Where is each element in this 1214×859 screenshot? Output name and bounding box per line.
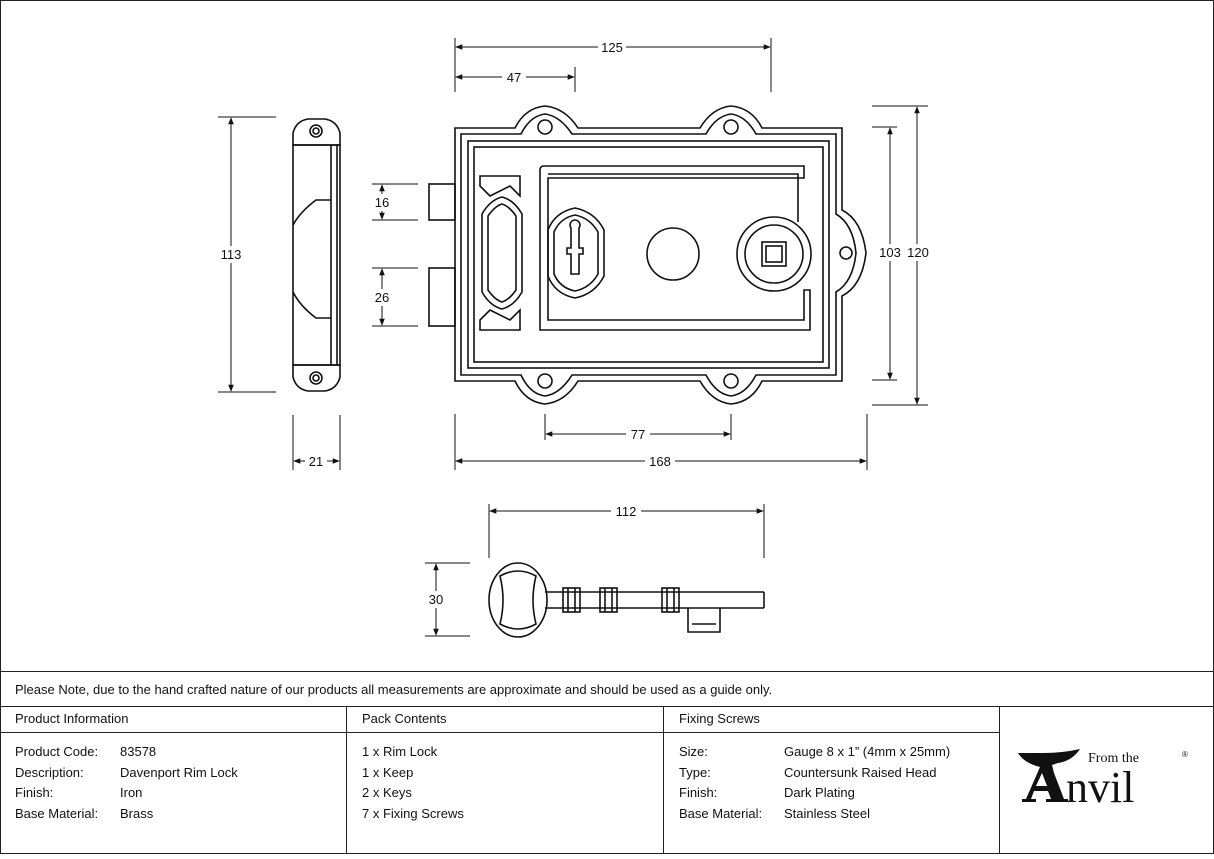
row-value: Iron xyxy=(120,785,143,801)
list-item: 1 x Rim Lock xyxy=(362,741,464,762)
list-item-text: 7 x Fixing Screws xyxy=(362,805,464,821)
dim-inner-height: 103 xyxy=(879,245,901,260)
pack-contents-list: 1 x Rim Lock 1 x Keep 2 x Keys 7 x Fixin… xyxy=(362,741,464,824)
table-row: Size: Gauge 8 x 1” (4mm x 25mm) xyxy=(679,741,950,762)
table-row: Finish: Iron xyxy=(15,782,238,803)
table-row: Base Material: Brass xyxy=(15,803,238,824)
logo-registered: ® xyxy=(1182,750,1188,759)
row-value: Davenport Rim Lock xyxy=(120,764,238,780)
dim-key-length: 112 xyxy=(616,504,637,519)
product-information-panel: Product Information Product Code: 83578 D… xyxy=(0,707,347,854)
dim-case-width: 125 xyxy=(601,40,623,55)
table-row: Type: Countersunk Raised Head xyxy=(679,762,950,783)
row-label: Type: xyxy=(679,764,711,780)
row-value: Gauge 8 x 1” (4mm x 25mm) xyxy=(784,743,951,759)
logo-from-the: From the xyxy=(1088,751,1139,766)
pack-contents-title: Pack Contents xyxy=(347,707,663,733)
fixing-screws-panel: Fixing Screws Size: Gauge 8 x 1” (4mm x 2… xyxy=(664,707,1000,854)
row-label: Finish: xyxy=(679,785,718,801)
product-information-title: Product Information xyxy=(0,707,346,733)
dim-lock-width: 168 xyxy=(649,454,671,469)
technical-drawing: 125 47 113 21 16 26 77 168 103 120 112 3… xyxy=(216,38,933,638)
row-label: Base Material: xyxy=(15,805,99,821)
dim-keep-depth: 21 xyxy=(309,454,323,469)
dim-keyhole-offset: 47 xyxy=(507,70,521,85)
row-label: Description: xyxy=(15,764,84,780)
keep-drawing xyxy=(292,118,341,392)
table-row: Base Material: Stainless Steel xyxy=(679,803,950,824)
lock-drawing xyxy=(428,105,867,405)
dim-key-height: 30 xyxy=(429,592,443,607)
table-row: Product Code: 83578 xyxy=(15,741,238,762)
list-item-text: 1 x Rim Lock xyxy=(362,743,438,759)
table-row: Description: Davenport Rim Lock xyxy=(15,762,238,783)
row-label: Size: xyxy=(679,743,708,759)
row-value: Stainless Steel xyxy=(784,805,870,821)
row-value: Countersunk Raised Head xyxy=(784,764,937,780)
row-value: Dark Plating xyxy=(784,785,855,801)
key-drawing xyxy=(488,562,765,638)
pack-contents-panel: Pack Contents 1 x Rim Lock 1 x Keep 2 x … xyxy=(347,707,664,854)
dimension-labels: 125 47 113 21 16 26 77 168 103 120 112 3… xyxy=(216,39,933,608)
product-information-table: Product Code: 83578 Description: Davenport… xyxy=(15,741,238,824)
logo-brand: nvil xyxy=(1066,763,1134,812)
logo-graphic: From the ® nvil xyxy=(1018,749,1188,812)
list-item: 1 x Keep xyxy=(362,762,464,783)
dim-bolt-top: 16 xyxy=(375,195,389,210)
row-label: Base Material: xyxy=(679,805,763,821)
list-item-text: 1 x Keep xyxy=(362,764,414,780)
anvil-logo: From the ® nvil xyxy=(1000,707,1214,854)
list-item: 7 x Fixing Screws xyxy=(362,803,464,824)
dim-bolt-lower: 26 xyxy=(375,290,389,305)
measurement-note: Please Note, due to the hand crafted nat… xyxy=(0,671,1214,707)
row-value: Brass xyxy=(120,805,154,821)
anvil-icon xyxy=(1018,749,1080,802)
list-item-text: 2 x Keys xyxy=(362,785,412,801)
fixing-screws-title: Fixing Screws xyxy=(664,707,999,733)
dim-fixing-centres: 77 xyxy=(631,427,645,442)
table-row: Finish: Dark Plating xyxy=(679,782,950,803)
dim-keep-height: 113 xyxy=(221,247,242,262)
fixing-screws-table: Size: Gauge 8 x 1” (4mm x 25mm) Type: Coun… xyxy=(679,741,950,824)
row-value: 83578 xyxy=(120,743,157,759)
dim-overall-height: 120 xyxy=(907,245,929,260)
row-label: Product Code: xyxy=(15,743,99,759)
list-item: 2 x Keys xyxy=(362,782,464,803)
row-label: Finish: xyxy=(15,785,54,801)
